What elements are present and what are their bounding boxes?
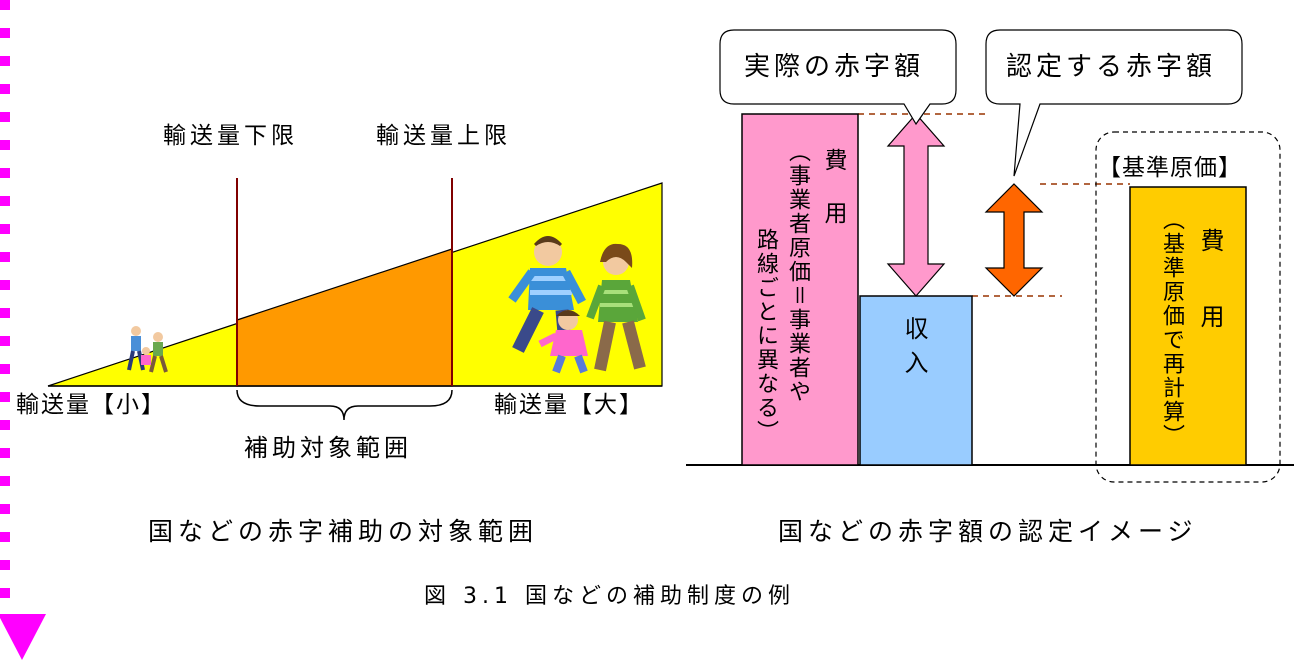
left-caption: 国などの赤字補助の対象範囲	[148, 517, 539, 546]
callout-actual-bubble	[719, 29, 957, 126]
down-arrow-icon	[0, 614, 46, 660]
dashed-guides	[858, 113, 1130, 297]
subsidy-range-label: 補助対象範囲	[244, 434, 412, 462]
small-family-icon	[127, 326, 168, 373]
revenue-bar-label: 収入	[900, 316, 928, 384]
cost-bar-note-2: 路線ごとに異なる）	[753, 228, 778, 444]
cost-bar-label: 費 用	[820, 148, 846, 226]
cost-bar	[741, 113, 859, 466]
subsidy-zone	[236, 248, 453, 387]
standard-bar-label: 費 用	[1196, 228, 1224, 340]
right-caption: 国などの赤字額の認定イメージ	[778, 517, 1198, 546]
upper-limit-label: 輸送量上限	[376, 123, 511, 149]
standard-cost-bar	[1129, 186, 1247, 466]
large-volume-label: 輸送量【大】	[494, 392, 644, 418]
figure-caption: 図 3.1 国などの補助制度の例	[424, 584, 795, 609]
revenue-bar	[859, 295, 973, 466]
actual-deficit-arrow	[886, 113, 946, 297]
side-dotted-arrow	[0, 0, 46, 660]
standard-cost-frame	[1095, 131, 1281, 483]
small-volume-label: 輸送量【小】	[16, 392, 166, 418]
large-family-icon	[508, 236, 646, 374]
callout-certified-bubble	[985, 29, 1243, 177]
standard-cost-title: 【基準原価】	[1098, 155, 1242, 181]
cost-bar-note-1: （事業者原価＝事業者や	[785, 140, 810, 404]
standard-bar-note: （基準原価で再計算）	[1159, 208, 1184, 448]
volume-wedge	[47, 178, 663, 421]
callout-certified-text: 認定する赤字額	[1006, 52, 1217, 82]
certified-deficit-arrow	[984, 183, 1044, 297]
callout-actual-text: 実際の赤字額	[744, 52, 925, 82]
range-brace	[236, 389, 453, 421]
lower-limit-label: 輸送量下限	[163, 123, 298, 149]
